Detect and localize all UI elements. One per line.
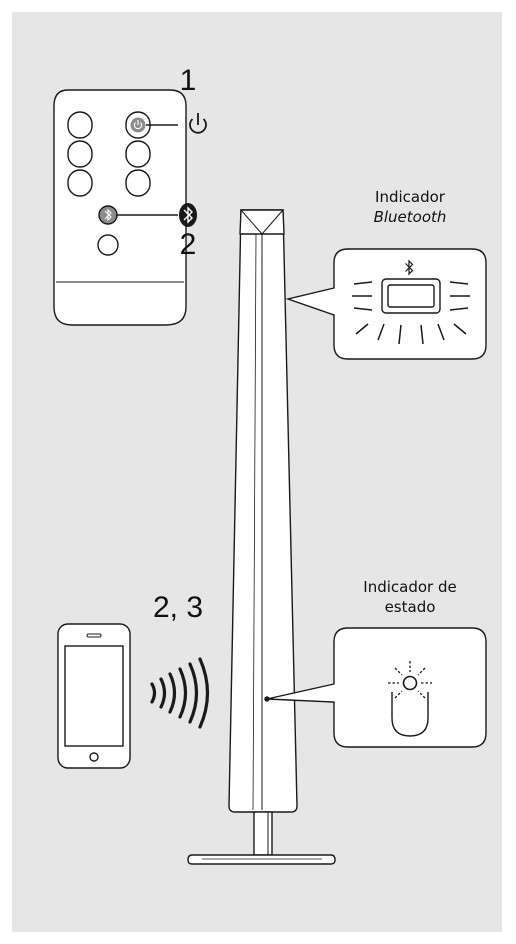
phone-screen xyxy=(64,645,124,747)
remote-button xyxy=(125,169,151,197)
status-indicator-label: Indicador de estado xyxy=(340,577,480,617)
blink-rays xyxy=(352,281,470,345)
bluetooth-indicator-label-line2: Bluetooth xyxy=(373,208,447,226)
status-indicator-housing xyxy=(391,692,429,737)
smartphone xyxy=(57,623,131,769)
remote-button xyxy=(97,234,119,256)
speaker-seam xyxy=(252,233,257,811)
remote-button xyxy=(67,111,93,139)
status-indicator-light xyxy=(402,675,418,691)
status-indicator-callout xyxy=(266,627,487,748)
power-icon xyxy=(133,120,143,130)
illustration-panel: 1 2 2, 3 Indicador Bluetooth Indicador d… xyxy=(12,12,502,932)
speaker-top-cap xyxy=(239,209,285,235)
bluetooth-icon xyxy=(405,259,414,276)
speaker-stand-post xyxy=(253,811,273,856)
bluetooth-indicator-label-line1: Indicador xyxy=(375,188,445,206)
wireless-signal-icon xyxy=(150,657,210,729)
bluetooth-indicator-label: Indicador Bluetooth xyxy=(348,187,472,227)
step-number-bluetooth: 2 xyxy=(179,228,197,261)
step-number-phone: 2, 3 xyxy=(152,591,204,624)
phone-speaker xyxy=(86,633,102,638)
callout-bubble xyxy=(266,627,487,748)
power-icon xyxy=(189,113,207,134)
bluetooth-indicator-callout xyxy=(285,248,487,360)
remote-control xyxy=(53,89,187,326)
illustration-canvas xyxy=(53,89,487,865)
speaker-body xyxy=(228,209,298,813)
status-indicator-label-line2: estado xyxy=(384,598,436,616)
tower-speaker xyxy=(187,209,336,865)
speaker-stand-base xyxy=(187,854,336,865)
remote-button xyxy=(67,169,93,197)
status-indicator-label-line1: Indicador de xyxy=(363,578,457,596)
remote-button xyxy=(125,140,151,168)
bluetooth-icon xyxy=(179,203,197,227)
blink-rays xyxy=(388,661,432,699)
step-number-power: 1 xyxy=(179,64,197,97)
remote-button xyxy=(67,140,93,168)
phone-home-button xyxy=(89,752,99,762)
bluetooth-icon xyxy=(104,208,112,222)
